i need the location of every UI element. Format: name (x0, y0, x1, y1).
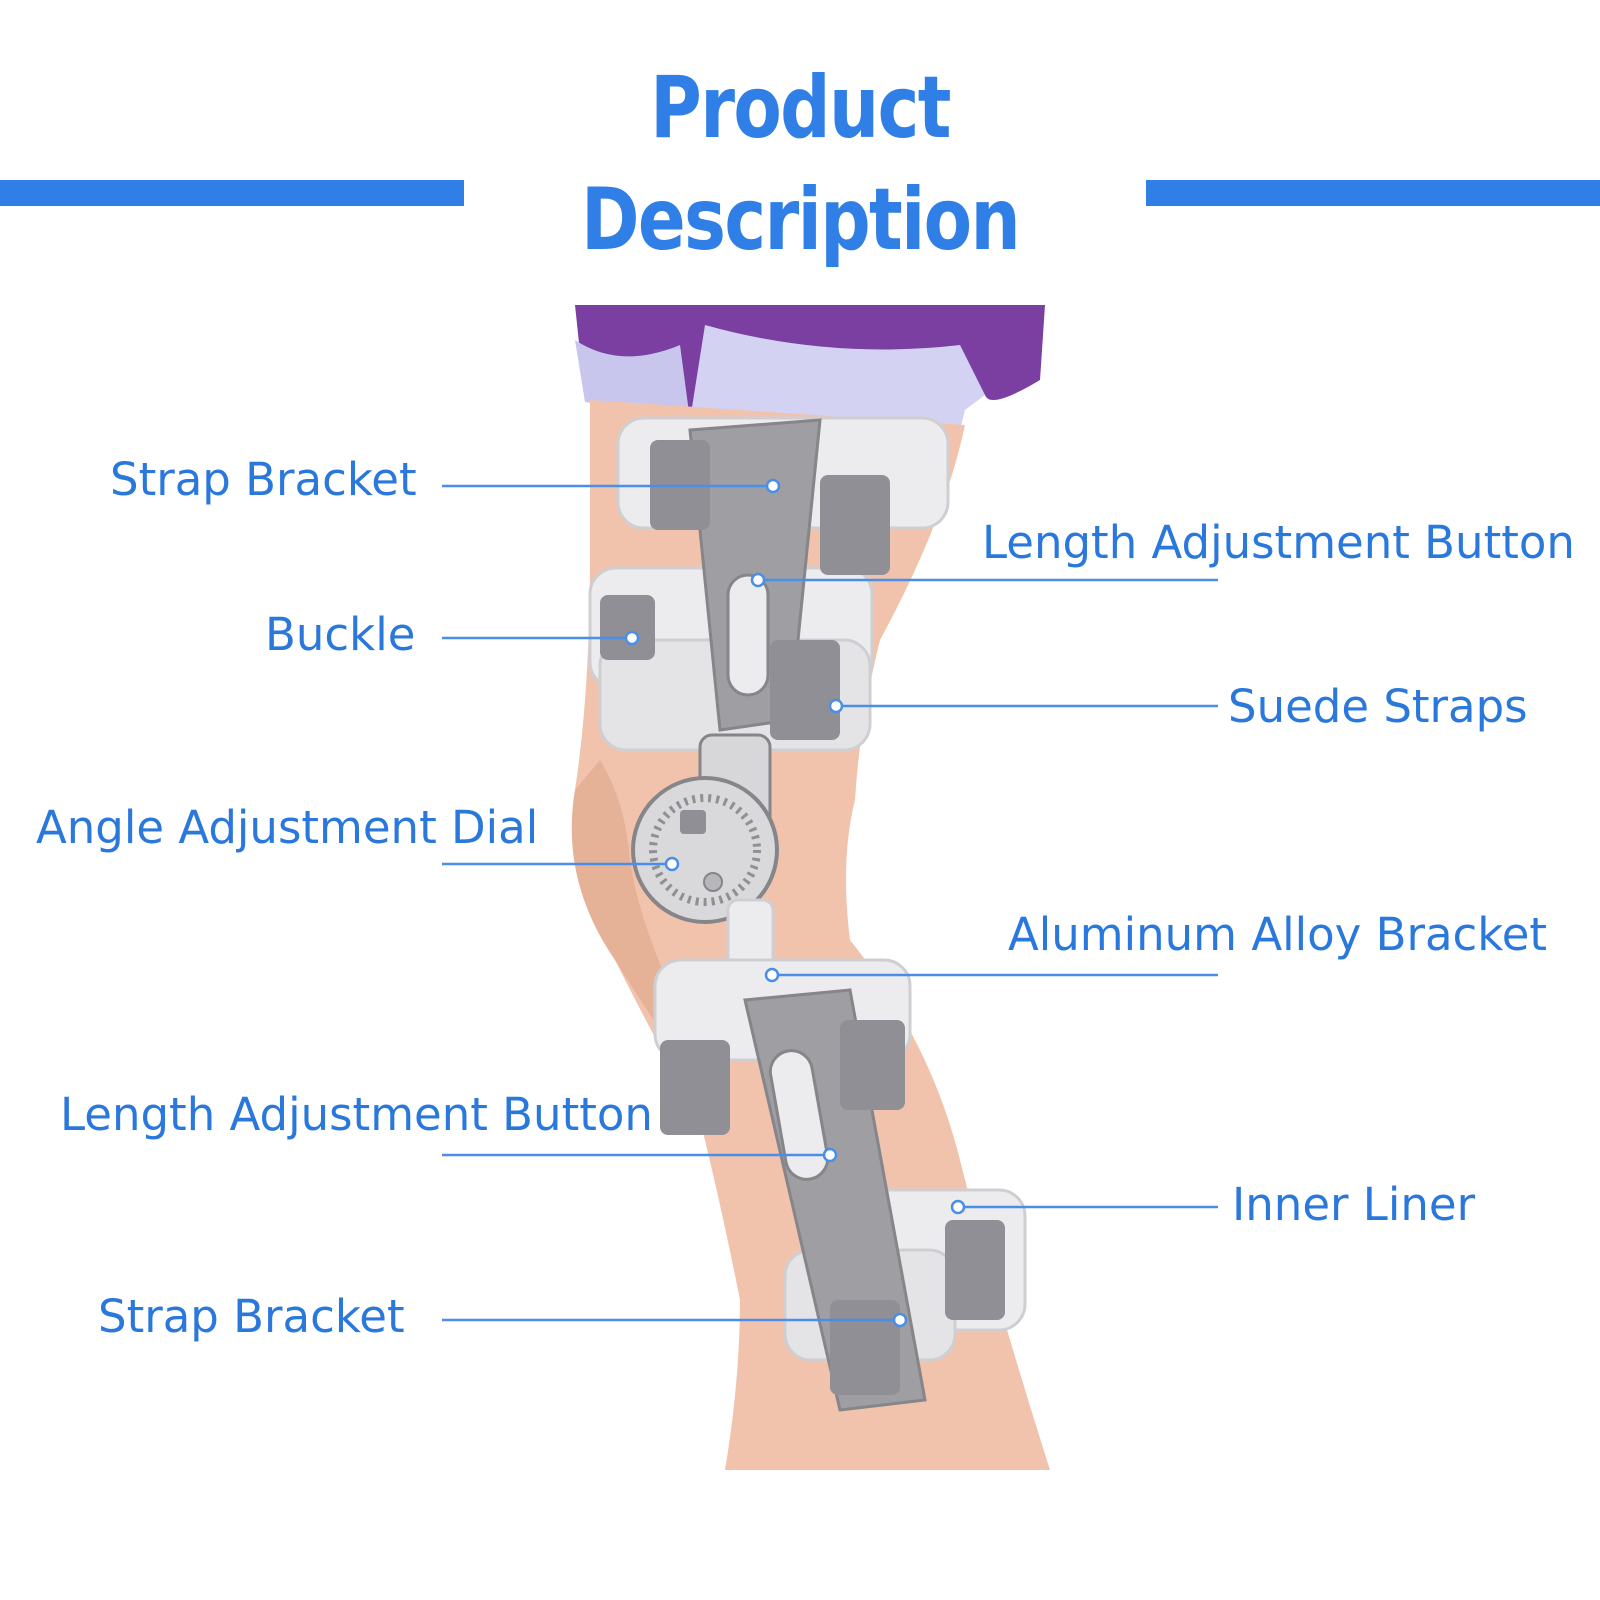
lower-bracket-right (840, 1020, 905, 1110)
label-length-adjustment-button-bottom: Length Adjustment Button (60, 1088, 653, 1141)
leg-shade (571, 760, 690, 1030)
title-product: Product (650, 58, 951, 158)
upper-slot (726, 573, 770, 697)
label-inner-liner: Inner Liner (1232, 1178, 1476, 1231)
buckle-shape (600, 595, 655, 660)
callout-dots (624, 478, 966, 1328)
label-buckle: Buckle (265, 608, 416, 661)
title-rule-right (1146, 180, 1600, 206)
shorts-trim (575, 340, 690, 420)
shorts-trim-right (690, 325, 985, 430)
suede-strap-bracket (770, 640, 840, 740)
label-strap-bracket-bottom: Strap Bracket (98, 1290, 405, 1343)
label-aluminum-alloy-bracket: Aluminum Alloy Bracket (1008, 908, 1548, 961)
label-suede-straps: Suede Straps (1228, 680, 1528, 733)
inner-liner-bracket (945, 1220, 1005, 1320)
label-angle-adjustment-dial: Angle Adjustment Dial (36, 801, 539, 854)
title-description: Description (580, 170, 1021, 270)
lower-slot (768, 1049, 830, 1181)
label-strap-bracket-top: Strap Bracket (110, 453, 417, 506)
lower-bracket-bottom (830, 1300, 900, 1395)
leader-lines (442, 484, 1218, 1322)
label-length-adjustment-button-top: Length Adjustment Button (982, 516, 1575, 569)
title-rule-left (0, 180, 464, 206)
lower-bracket-left (660, 1040, 730, 1135)
upper-bracket-right (820, 475, 890, 575)
